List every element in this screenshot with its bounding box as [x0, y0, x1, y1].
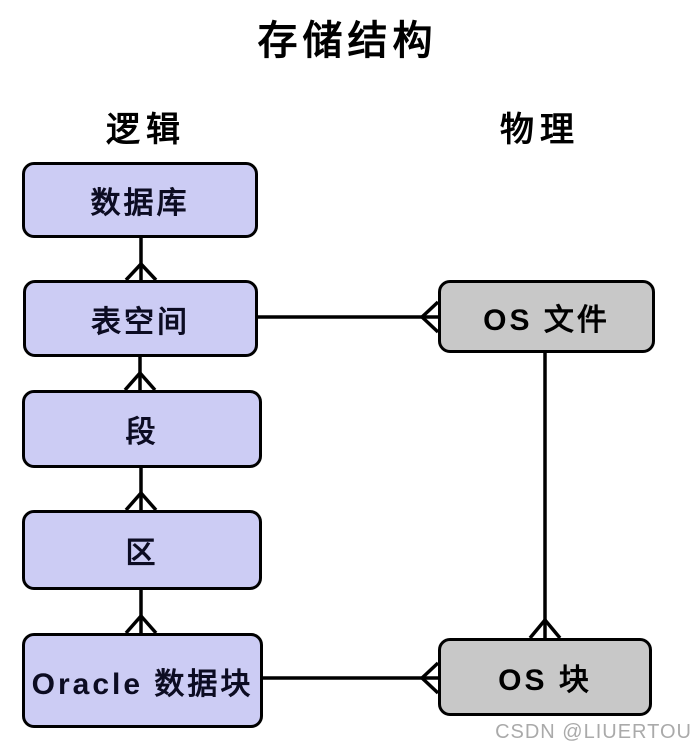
node-segment-label: 段: [125, 416, 159, 449]
diagram-title: 存储结构: [257, 19, 438, 63]
node-os-block-label: OS 块: [498, 664, 592, 697]
column-header-physical: 物理: [500, 111, 580, 149]
edge-database-tablespace: [124, 238, 158, 282]
node-oracle-block-label: Oracle 数据块: [31, 667, 254, 701]
node-oracle-block: Oracle 数据块: [22, 633, 263, 728]
node-database-label: 数据库: [90, 187, 190, 220]
watermark: CSDN @LIUERTOU: [495, 721, 692, 743]
node-os-file: OS 文件: [438, 280, 655, 353]
node-os-block: OS 块: [438, 638, 652, 716]
edge-extent-oracle-block: [124, 590, 158, 635]
edge-os-file-os-block: [528, 353, 562, 640]
edge-tablespace-os-file: [258, 300, 440, 334]
node-database: 数据库: [22, 162, 258, 238]
edge-segment-extent: [124, 468, 158, 512]
node-segment: 段: [22, 390, 262, 468]
node-tablespace-label: 表空间: [91, 305, 190, 339]
edge-oracle-block-os-block: [263, 661, 440, 695]
edge-tablespace-segment: [123, 357, 157, 392]
node-os-file-label: OS 文件: [483, 303, 610, 337]
node-tablespace: 表空间: [23, 280, 258, 357]
node-extent-label: 区: [125, 537, 159, 570]
node-extent: 区: [22, 510, 262, 590]
column-header-logical: 逻辑: [106, 111, 186, 149]
